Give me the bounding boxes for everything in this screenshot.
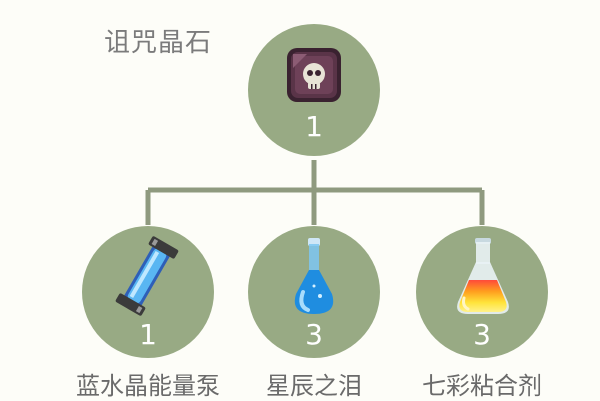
child-1-count: 1 xyxy=(139,318,157,351)
skull-crystal-icon xyxy=(287,48,341,102)
child-2-count: 3 xyxy=(305,318,323,351)
blue-crystal-pump-icon xyxy=(115,236,179,316)
child-3-label: 七彩粘合剂 xyxy=(422,372,542,400)
root-item-count: 1 xyxy=(305,110,323,143)
child-node-1[interactable]: 1 xyxy=(82,226,214,358)
child-3-count: 3 xyxy=(473,318,491,351)
child-node-3[interactable]: 3 xyxy=(416,226,548,358)
root-item-title: 诅咒晶石 xyxy=(104,28,213,58)
rainbow-flask-icon xyxy=(457,238,509,314)
child-node-2[interactable]: 3 xyxy=(248,226,380,358)
child-2-label: 星辰之泪 xyxy=(266,372,362,400)
blue-potion-flask-icon xyxy=(294,238,334,314)
child-1-label: 蓝水晶能量泵 xyxy=(76,372,220,400)
root-node[interactable]: 1 xyxy=(248,24,380,156)
